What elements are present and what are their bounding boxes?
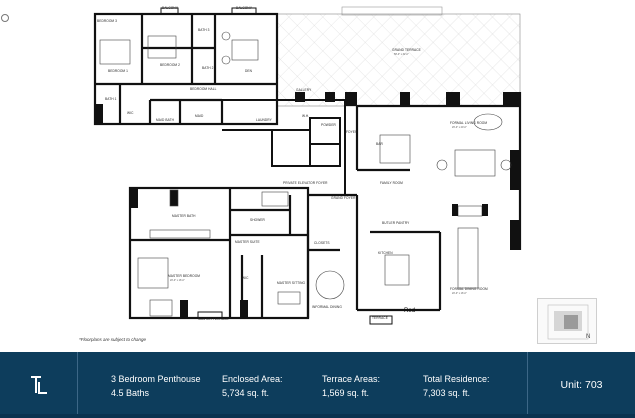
room-label: MASTER BATH: [172, 214, 196, 218]
room-label: LAUNDRY: [256, 118, 273, 122]
floorplan-area: BALCONY BALCONY BEDROOM 3 BATH 3 BEDROOM…: [1, 6, 597, 344]
total-residence-block: Total Residence: 7,303 sq. ft.: [423, 372, 490, 400]
room-dim: 20'-0" x 16'-0": [452, 292, 467, 295]
room-label: BATH 1: [105, 97, 117, 101]
grand-terrace-hatch: [276, 6, 521, 107]
room-label: SHOWER: [250, 218, 266, 222]
gallery-walls: [222, 99, 346, 195]
room-label: BAR: [376, 142, 383, 146]
total-residence-value: 7,303 sq. ft.: [423, 388, 471, 398]
room-label: BUTLER PANTRY: [382, 221, 410, 225]
room-label: W.H.: [302, 114, 309, 118]
room-label: GRAND FOYER: [331, 196, 356, 200]
room-label: FOYER: [346, 130, 358, 134]
room-label: FORMAL LIVING ROOM: [450, 121, 487, 125]
room-label: MAID BATH: [156, 118, 175, 122]
room-label: BALCONY: [236, 6, 253, 10]
unit-number: Unit: 703: [560, 379, 603, 391]
logo: [0, 352, 78, 418]
room-label: INFORMAL DINING: [312, 305, 342, 309]
room-label: TERRACE: [372, 316, 388, 320]
room-label: KITCHEN: [378, 251, 393, 255]
logo-icon: [30, 376, 47, 394]
room-label: BEDROOM 2: [160, 63, 180, 67]
room-label: MASTER SITTING: [277, 281, 306, 285]
enclosed-area-block: Enclosed Area: 5,734 sq. ft.: [222, 372, 283, 400]
furniture: [99, 31, 512, 317]
room-label: GALLERY: [296, 88, 312, 92]
compass-label: N: [586, 334, 591, 340]
keyplan-thumbnail: [537, 298, 597, 344]
footer-bar: 3 Bedroom Penthouse 4.5 Baths Enclosed A…: [0, 352, 635, 418]
room-label: BATH 3: [198, 28, 210, 32]
baths-count: 4.5 Baths: [111, 388, 150, 398]
enclosed-area-value: 5,734 sq. ft.: [222, 388, 270, 398]
room-label: BEDROOM 3: [97, 19, 117, 23]
room-dim: 26'-0" x 20'-0": [452, 126, 467, 129]
terrace-area-value: 1,569 sq. ft.: [322, 388, 370, 398]
footer-bottom-strip: [0, 414, 635, 418]
footer-divider: [527, 352, 528, 418]
room-label: BATH 2: [202, 66, 214, 70]
room-label: MASTER TERRACE: [198, 317, 229, 321]
room-label: DEN: [245, 69, 253, 73]
radio-icon[interactable]: [1, 14, 9, 22]
room-label: BEDROOM 1: [108, 69, 128, 73]
room-label: GRAND TERRACE: [392, 48, 421, 52]
enclosed-area-label: Enclosed Area:: [222, 374, 283, 384]
room-label: WIC: [242, 276, 249, 280]
room-dim: 20'-0" x 16'-0": [170, 279, 185, 282]
room-label: WIC: [127, 111, 134, 115]
room-label: BEDROOM HALL: [190, 87, 217, 91]
bedroom-wing-walls: [93, 12, 279, 126]
room-dim: 58'-0" x 32'-0": [394, 53, 409, 56]
living-wing-walls: [355, 92, 522, 312]
terrace-area-label: Terrace Areas:: [322, 374, 381, 384]
master-wing-walls: [128, 186, 357, 320]
room-label: MASTER SUITE: [235, 240, 260, 244]
floorplan-drawing: BALCONY BALCONY BEDROOM 3 BATH 3 BEDROOM…: [93, 6, 522, 325]
room-label: POWDER: [321, 123, 337, 127]
room-label: MASTER BEDROOM: [168, 274, 200, 278]
room-label: Red: [404, 308, 415, 314]
room-label: FAMILY ROOM: [380, 181, 403, 185]
residence-type-block: 3 Bedroom Penthouse 4.5 Baths: [111, 372, 201, 400]
room-label: MAID: [195, 114, 204, 118]
total-residence-label: Total Residence:: [423, 374, 490, 384]
disclaimer-text: *Floorplans are subject to change: [79, 337, 147, 342]
room-label: PRIVATE ELEVATOR FOYER: [283, 181, 328, 185]
room-label: FORMAL DINING ROOM: [450, 287, 488, 291]
residence-type: 3 Bedroom Penthouse: [111, 374, 201, 384]
room-label: BALCONY: [162, 6, 179, 10]
keyplan-icon: [547, 304, 589, 340]
room-label: CLOSETS: [314, 241, 330, 245]
terrace-area-block: Terrace Areas: 1,569 sq. ft.: [322, 372, 380, 400]
